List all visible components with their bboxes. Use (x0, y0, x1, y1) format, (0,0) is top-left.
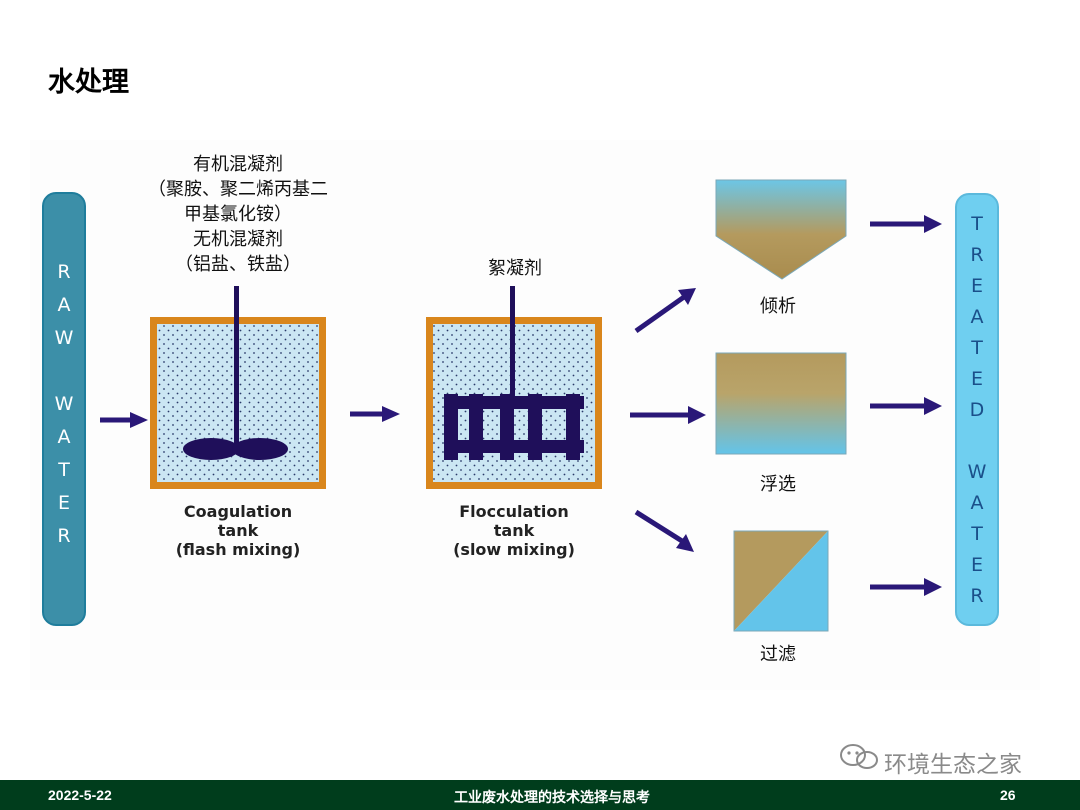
filtration-label: 过滤 (760, 644, 796, 665)
flocculation-tank (426, 286, 602, 489)
raw-water-letter: A (57, 294, 71, 316)
flotation-label: 浮选 (760, 474, 796, 495)
treated-water-letter: A (970, 492, 984, 514)
decant-label: 倾析 (760, 296, 796, 317)
treated-water-letter: D (969, 399, 985, 421)
treated-water-letter: T (971, 213, 983, 235)
coagulation-impeller-left (183, 438, 239, 460)
arrow-raw-to-coag (100, 412, 148, 428)
footer-date: 2022-5-22 (48, 787, 112, 803)
raw-water-letter: E (57, 492, 70, 514)
treated-water-letter: R (970, 244, 984, 266)
arrow-floc-to-float (630, 406, 706, 424)
watermark-text: 环境生态之家 (884, 752, 1022, 778)
treated-water-letter: A (970, 306, 984, 328)
arrow-floc-to-decant (634, 288, 696, 334)
raw-water-letter: R (57, 261, 71, 283)
treated-water-letter: R (970, 585, 984, 607)
raw-water-letter: W (54, 327, 74, 349)
treated-water-letter: E (970, 368, 983, 390)
coagulation-tank-label: Coagulation tank (flash mixing) (175, 502, 301, 559)
arrow-float-to-treated (870, 397, 942, 415)
coagulation-impeller-right (232, 438, 288, 460)
flocculation-paddles (444, 394, 584, 460)
slide-footer: 2022-5-22 工业废水处理的技术选择与思考 26 (0, 780, 1080, 810)
flocculant-label: 絮凝剂 (488, 258, 542, 279)
raw-water-letter: A (57, 426, 71, 448)
coagulation-shaft (234, 286, 239, 446)
treated-water-letter: W (967, 461, 987, 483)
treated-water-letter: E (970, 554, 983, 576)
flocculation-shaft (510, 286, 515, 396)
raw-water-letter: R (57, 525, 71, 547)
flow-arrows (100, 215, 942, 596)
arrow-coag-to-floc (350, 406, 400, 422)
footer-page-number: 26 (1000, 787, 1016, 803)
raw-water-letter: W (54, 393, 74, 415)
arrow-filter-to-treated (870, 578, 942, 596)
decant-vessel (715, 179, 847, 280)
filter-vessel (733, 530, 829, 632)
raw-water-letter: T (58, 459, 70, 481)
wechat-icon (840, 744, 878, 769)
arrow-floc-to-filter (634, 509, 694, 552)
slide-title: 水处理 (48, 67, 129, 98)
arrow-decant-to-treated (870, 215, 942, 233)
coagulation-tank (150, 286, 326, 489)
flotation-vessel (715, 352, 847, 455)
treated-water-letter: T (971, 337, 983, 359)
treated-water-letter: T (971, 523, 983, 545)
flocculation-tank-label: Flocculation tank (slow mixing) (453, 502, 575, 559)
treated-water-letter: E (970, 275, 983, 297)
footer-title: 工业废水处理的技术选择与思考 (454, 789, 650, 805)
coagulant-label: 有机混凝剂 （聚胺、聚二烯丙基二 甲基氯化铵） 无机混凝剂 （铝盐、铁盐） (148, 154, 328, 275)
